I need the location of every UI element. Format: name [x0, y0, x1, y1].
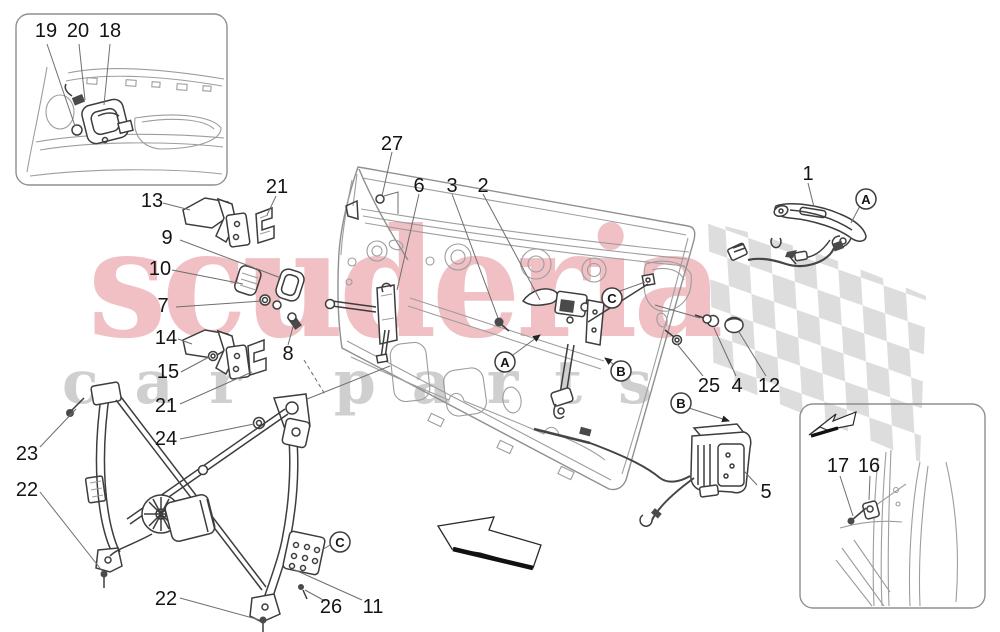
plate-11-holes [288, 541, 321, 572]
callout-25: 25 [698, 375, 720, 397]
marker-a2-label: A [861, 192, 871, 207]
nut-15 [207, 350, 219, 362]
detail-arrows [512, 334, 730, 423]
striker-parts [847, 500, 880, 525]
e-clip [770, 237, 782, 249]
inner-door-handle-unit [64, 83, 134, 145]
checkered-flag-graphic [708, 222, 926, 462]
detail-marker-c-door [601, 287, 623, 309]
marker-b1-label: B [616, 364, 625, 379]
callout-23: 23 [16, 443, 38, 465]
callout-20: 20 [67, 20, 89, 42]
leader-lines [39, 151, 861, 621]
callout-12: 12 [758, 375, 780, 397]
callout-6: 6 [413, 175, 424, 197]
callout-9: 9 [161, 227, 172, 249]
callout-27: 27 [381, 133, 403, 155]
inset-door-jamb: 17 16 [799, 403, 986, 609]
callout-17: 17 [827, 455, 849, 477]
trim-panel-art [26, 66, 225, 177]
callout-2: 2 [477, 175, 488, 197]
jamb-art [835, 449, 959, 607]
inset-box-border [799, 403, 986, 609]
check-strap-small-parts [234, 265, 305, 330]
exterior-door-handle [727, 203, 867, 268]
bolt-3 [494, 317, 504, 327]
callout-7: 7 [157, 295, 168, 317]
lock-fasteners-group [664, 314, 744, 346]
screw-22b [259, 616, 267, 624]
callout-16: 16 [858, 455, 880, 477]
callout-5: 5 [760, 481, 771, 503]
lower-hinge-shim-21 [247, 338, 267, 376]
inset-leader-lines [46, 43, 111, 127]
marker-c2-label: C [335, 535, 345, 550]
callout-1: 1 [802, 163, 813, 185]
bolt-26 [298, 584, 304, 590]
callout-3: 3 [446, 175, 457, 197]
callout-22b: 22 [155, 588, 177, 610]
marker-c1-label: C [607, 291, 617, 306]
callout-14: 14 [155, 327, 177, 349]
callout-13: 13 [141, 190, 163, 212]
clip-27 [375, 194, 385, 204]
direction-arrow [436, 516, 542, 571]
callout-24: 24 [155, 428, 177, 450]
inset-door-trim-panel: 19 20 18 [15, 13, 228, 186]
detail-marker-b-actuator [670, 392, 692, 414]
detail-marker-b-door [610, 360, 632, 382]
bolt-23 [66, 409, 74, 417]
fasteners [66, 397, 308, 632]
motor-gear-spokes [144, 497, 178, 531]
door-lock-actuator [533, 423, 752, 527]
callout-21b: 21 [155, 395, 177, 417]
window-regulator-assembly [66, 381, 326, 632]
striker-16 [862, 500, 880, 520]
callout-18: 18 [99, 20, 121, 42]
callout-4: 4 [731, 375, 742, 397]
grommet-part-19 [71, 124, 83, 136]
detail-marker-a-handle [855, 188, 877, 210]
inset-box-border [15, 13, 228, 186]
lock-cable [589, 442, 691, 483]
bolt-17 [851, 507, 867, 521]
callout-11: 11 [363, 596, 384, 618]
callout-15: 15 [157, 361, 179, 383]
screw-22a [100, 570, 108, 578]
door-panel-shell [286, 166, 701, 491]
clip-nut-detail-c [641, 273, 656, 287]
callout-26: 26 [320, 596, 342, 618]
marker-b2-label: B [676, 396, 685, 411]
door-check-strap-unit [324, 282, 398, 364]
detail-marker-c-plate [329, 531, 351, 553]
wiring-connector [727, 242, 748, 261]
nut-7b [272, 300, 282, 310]
door-latch-assembly [494, 283, 649, 420]
buffer-pad-10 [234, 265, 262, 296]
upper-hinge-shim-21 [255, 206, 275, 244]
detail-marker-a-door [494, 351, 516, 373]
mounting-plate-11 [282, 530, 326, 576]
callout-10: 10 [149, 258, 171, 280]
callout-22a: 22 [16, 479, 38, 501]
callouts-layer: 13 21 9 10 7 8 14 15 21 24 23 22 22 26 1… [16, 133, 814, 618]
buffer-pad-9 [275, 268, 305, 302]
callout-8: 8 [282, 343, 293, 365]
callout-19: 19 [35, 20, 57, 42]
cap-12 [724, 316, 744, 334]
marker-a1-label: A [500, 355, 510, 370]
upper-hinge-part-13 [182, 197, 251, 248]
lower-hinge-part-14 [182, 329, 251, 380]
inset-direction-arrow [808, 411, 857, 438]
handle-wiring [747, 247, 836, 268]
nut-7a [259, 294, 271, 306]
detail-markers-layer: A A B B C C [329, 188, 877, 553]
callout-21a: 21 [266, 176, 288, 198]
